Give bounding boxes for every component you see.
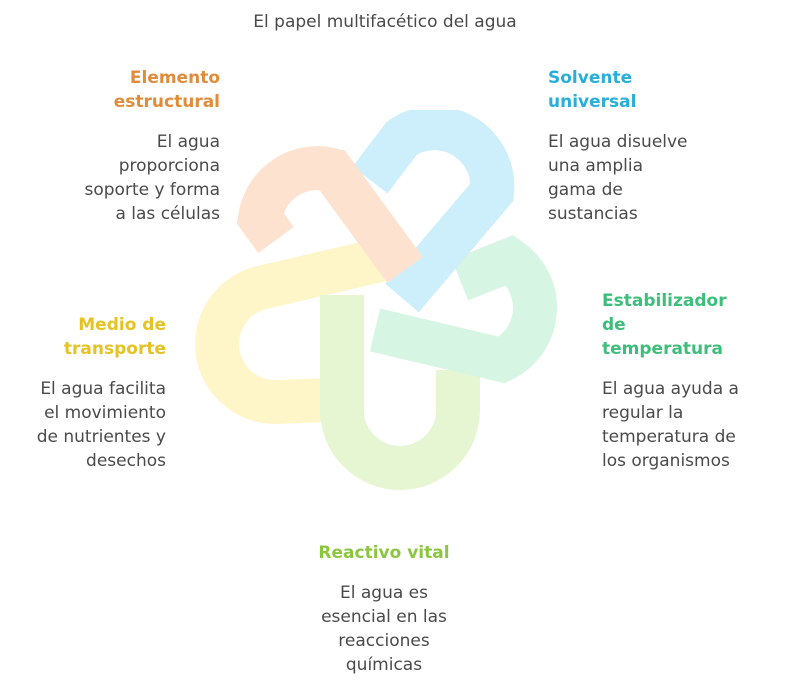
- item-heading: Elemento estructural: [113, 68, 220, 112]
- loop-transporte: [195, 238, 385, 425]
- item-heading: Solvente universal: [548, 68, 637, 112]
- loop-estabilizador: [369, 235, 557, 384]
- item-estructural: Elemento estructural El agua proporciona…: [40, 66, 221, 226]
- loop-estructural: [236, 146, 423, 283]
- item-heading: Medio de transporte: [63, 315, 166, 359]
- item-description: El agua facilita el movimiento de nutrie…: [36, 379, 166, 471]
- water-knot-diagram: [195, 110, 557, 490]
- item-transporte: Medio de transporte El agua facilita el …: [0, 313, 166, 473]
- item-description: El agua disuelve una amplia gama de sust…: [548, 132, 688, 224]
- item-solvente: Solvente universal El agua disuelve una …: [548, 66, 748, 226]
- item-description: El agua proporciona soporte y forma a la…: [84, 132, 221, 224]
- item-reactivo: Reactivo vital El agua es esencial en la…: [284, 541, 484, 677]
- item-description: El agua es esencial en las reacciones qu…: [321, 583, 447, 675]
- item-description: El agua ayuda a regular la temperatura d…: [602, 379, 739, 471]
- item-estabilizador: Estabilizador de temperatura El agua ayu…: [602, 289, 782, 473]
- loop-reactivo: [320, 295, 480, 490]
- item-heading: Estabilizador de temperatura: [602, 291, 727, 359]
- diagram-title: El papel multifacético del agua: [253, 12, 517, 32]
- loop-solvente: [352, 110, 515, 313]
- item-heading: Reactivo vital: [318, 543, 450, 563]
